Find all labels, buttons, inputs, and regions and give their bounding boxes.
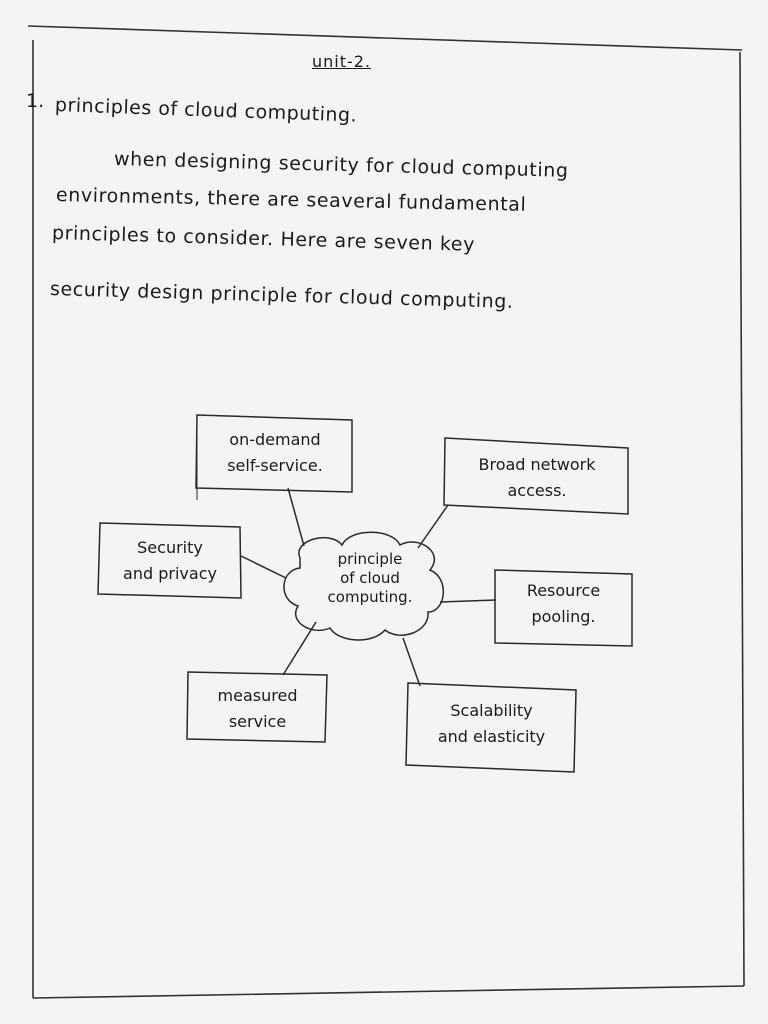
node-broad-network-access: Broad network access. [448, 452, 626, 504]
node-line: measured [217, 686, 298, 705]
node-line: access. [507, 481, 567, 500]
node-line: Resource [526, 581, 601, 600]
node-line: and elasticity [437, 727, 546, 746]
node-line: and privacy [123, 564, 217, 583]
unit-heading: unit-2. [312, 52, 372, 71]
node-line: service [228, 712, 287, 731]
box-broad-network [443, 437, 629, 515]
question-number: 1. [26, 90, 45, 112]
center-line: principle [337, 550, 403, 568]
node-line: self-service. [227, 456, 323, 475]
node-security-and-privacy: Security and privacy [100, 535, 240, 587]
node-line: Scalability [450, 701, 533, 720]
center-line: computing. [327, 588, 413, 606]
box-scalability [405, 682, 577, 773]
center-cloud [283, 531, 445, 641]
node-line: on-demand [229, 430, 321, 449]
node-resource-pooling: Resource pooling. [497, 578, 630, 630]
box-on-demand [195, 414, 353, 493]
node-line: Security [137, 538, 203, 557]
box-security [97, 522, 242, 599]
node-line: Broad network [478, 455, 596, 474]
center-concept: principle of cloud computing. [305, 550, 435, 607]
box-resource [494, 569, 633, 647]
box-measured [186, 671, 328, 743]
node-on-demand-self-service: on-demand self-service. [200, 427, 350, 479]
node-measured-service: measured service [190, 683, 325, 735]
node-scalability-and-elasticity: Scalability and elasticity [409, 698, 574, 750]
node-line: pooling. [531, 607, 596, 626]
center-line: of cloud [340, 569, 400, 587]
